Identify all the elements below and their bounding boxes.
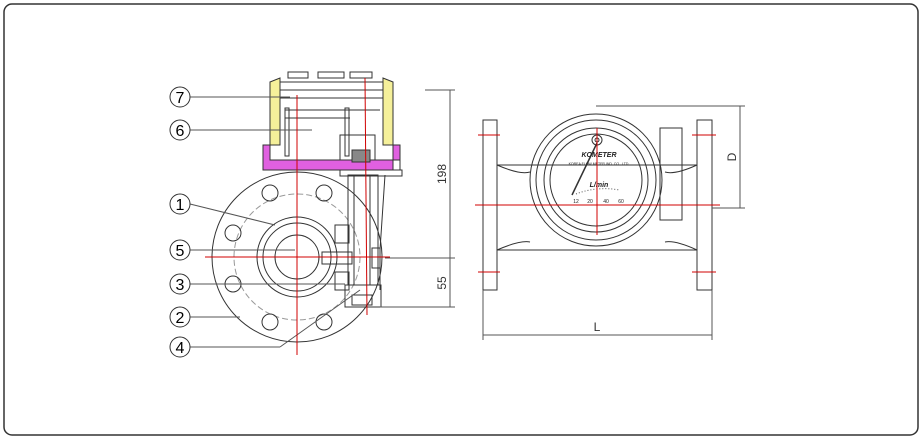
- callout-5: 5: [169, 239, 191, 261]
- dimension-55: 55: [435, 276, 449, 290]
- mount-plate: [659, 127, 683, 221]
- callout-7: 7: [169, 86, 191, 108]
- gauge-dial: [549, 133, 643, 227]
- dimension-d: D: [725, 152, 739, 161]
- callouts: [189, 96, 361, 348]
- scale-60: 60: [618, 199, 624, 205]
- callout-6: 6: [169, 119, 191, 141]
- centerlines-front: [475, 128, 720, 273]
- gauge-unit: L/min: [590, 182, 609, 189]
- cover-right: [382, 77, 394, 146]
- drawing-border: [3, 3, 919, 436]
- gauge-bezel: [529, 113, 663, 247]
- dimension-l: L: [594, 320, 601, 334]
- scale-40: 40: [603, 199, 609, 205]
- front-dimensions: [482, 105, 745, 340]
- svg-text:1: 1: [176, 197, 185, 214]
- callout-2: 2: [169, 306, 191, 328]
- callout-3: 3: [169, 273, 191, 295]
- callout-1: 1: [169, 193, 191, 215]
- indicator-housing: [262, 81, 401, 171]
- svg-text:6: 6: [176, 123, 185, 140]
- svg-text:5: 5: [176, 243, 185, 260]
- cover-left: [269, 77, 281, 146]
- gauge-pointer: [571, 142, 598, 196]
- svg-text:2: 2: [176, 310, 185, 327]
- scale-20: 20: [587, 199, 593, 205]
- svg-text:3: 3: [176, 277, 185, 294]
- dimension-198: 198: [435, 164, 449, 184]
- gauge-maker: KOREA FLOW METER IND. CO., LTD.: [569, 162, 630, 166]
- svg-text:4: 4: [176, 340, 185, 357]
- callout-4: 4: [169, 336, 191, 358]
- scale-12: 12: [573, 199, 579, 205]
- centerlines-side: [205, 77, 390, 355]
- svg-text:7: 7: [176, 90, 185, 107]
- gauge-brand: KOMETER: [582, 152, 617, 159]
- stopper-cap: [344, 284, 382, 308]
- height-dimension: [380, 89, 455, 308]
